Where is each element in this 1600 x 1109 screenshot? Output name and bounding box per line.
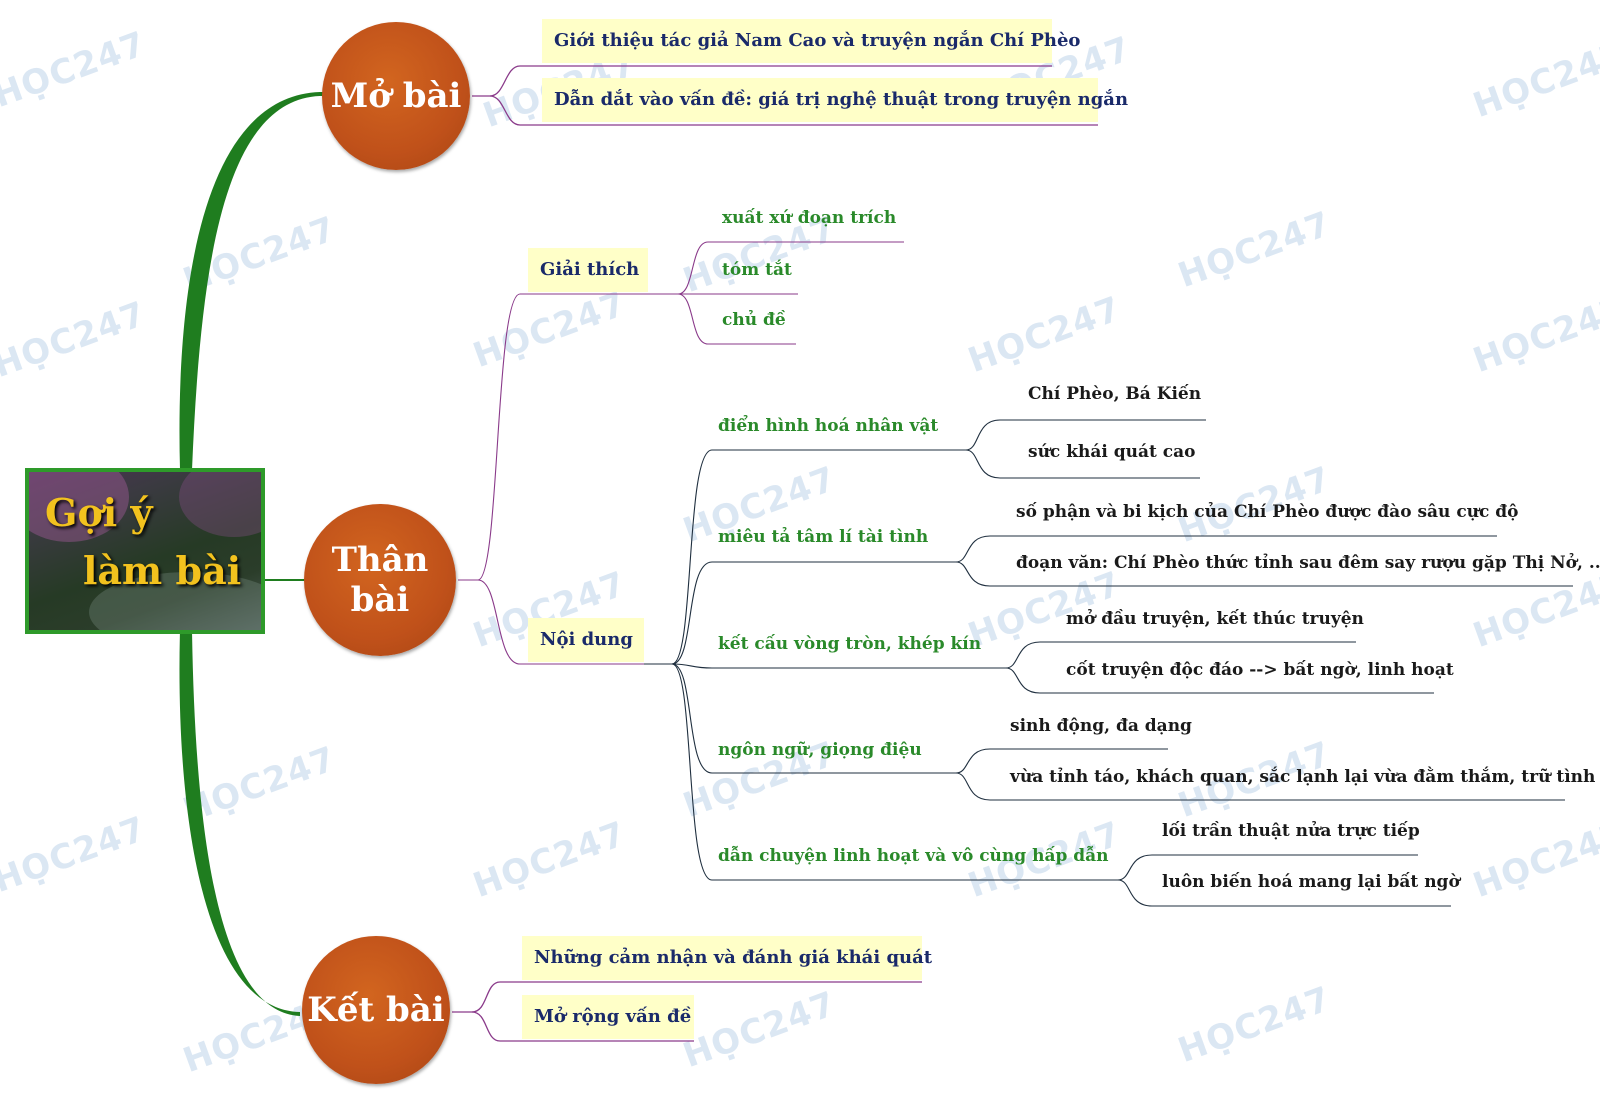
noi-dung-leaf: sinh động, đa dạng	[1010, 716, 1192, 736]
noi-dung-leaf: mở đầu truyện, kết thúc truyện	[1066, 609, 1364, 629]
mo-bai-item: Giới thiệu tác giả Nam Cao và truyện ngắ…	[542, 19, 1080, 63]
noi-dung-leaf: luôn biến hoá mang lại bất ngờ	[1162, 872, 1460, 892]
mo-bai-item: Dẫn dắt vào vấn đề: giá trị nghệ thuật t…	[542, 78, 1128, 122]
mo-bai-node: Mở bài	[322, 22, 470, 170]
central-topic: Gợi ý làm bài	[25, 468, 265, 634]
giai-thich-label: Giải thích	[528, 248, 648, 292]
noi-dung-leaf: đoạn văn: Chí Phèo thức tỉnh sau đêm say…	[1016, 553, 1600, 573]
noi-dung-branch: điển hình hoá nhân vật	[718, 416, 939, 436]
giai-thich-item: chủ đề	[722, 310, 786, 330]
noi-dung-leaf: lối trần thuật nửa trực tiếp	[1162, 821, 1420, 841]
noi-dung-label: Nội dung	[528, 618, 644, 662]
noi-dung-leaf: cốt truyện độc đáo --> bất ngờ, linh hoạ…	[1066, 660, 1454, 680]
than-bai-title-line2: bài	[350, 580, 410, 620]
noi-dung-branch: ngôn ngữ, giọng điệu	[718, 740, 922, 760]
giai-thich-item: xuất xứ đoạn trích	[722, 208, 897, 228]
ket-bai-title: Kết bài	[307, 990, 445, 1030]
ket-bai-item: Những cảm nhận và đánh giá khái quát	[522, 936, 932, 980]
mo-bai-title: Mở bài	[330, 76, 462, 116]
noi-dung-branch: dẫn chuyện linh hoạt và vô cùng hấp dẫn	[718, 846, 1109, 866]
noi-dung-leaf: sức khái quát cao	[1028, 442, 1196, 462]
noi-dung-leaf: Chí Phèo, Bá Kiến	[1028, 384, 1202, 404]
ket-bai-node: Kết bài	[302, 936, 450, 1084]
central-title-line2: làm bài	[83, 548, 242, 593]
noi-dung-leaf: số phận và bi kịch của Chí Phèo được đào…	[1016, 502, 1519, 522]
noi-dung-branch: miêu tả tâm lí tài tình	[718, 527, 929, 547]
central-title-line1: Gợi ý	[45, 490, 153, 535]
giai-thich-item: tóm tắt	[722, 260, 792, 280]
noi-dung-leaf: vừa tỉnh táo, khách quan, sắc lạnh lại v…	[1010, 767, 1596, 787]
noi-dung-branch: kết cấu vòng tròn, khép kín	[718, 634, 982, 654]
than-bai-title-line1: Thân	[331, 540, 429, 580]
ket-bai-item: Mở rộng vấn đề	[522, 995, 694, 1039]
